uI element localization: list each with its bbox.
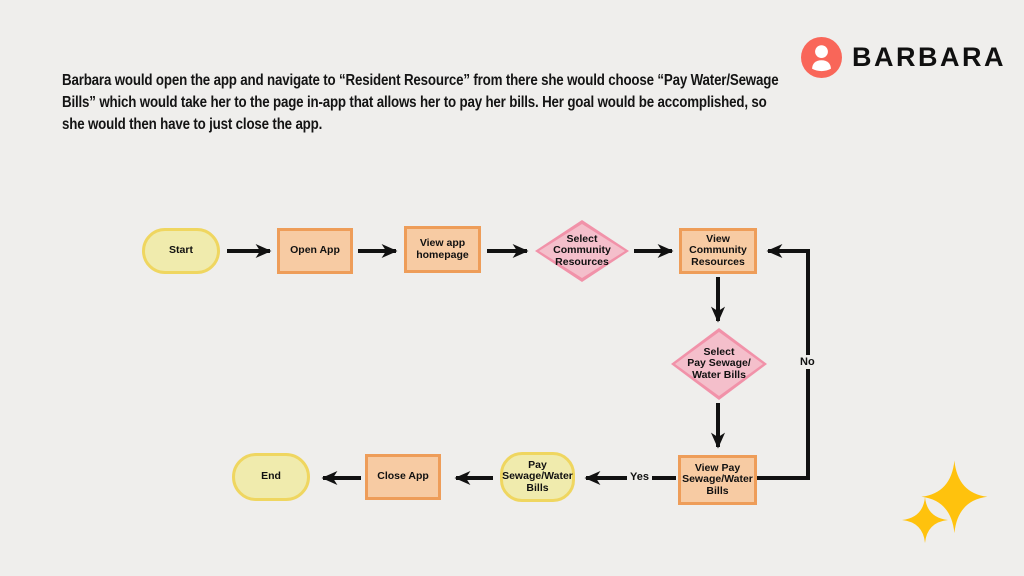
flowchart-node-pay: Pay Sewage/Water Bills <box>500 452 575 502</box>
flowchart-node-end: End <box>232 453 310 501</box>
flowchart-node-start: Start <box>142 228 220 274</box>
description-text: Barbara would open the app and navigate … <box>62 70 779 136</box>
brand-name: BARBARA <box>852 42 1006 72</box>
flowchart-node-open-app: Open App <box>277 228 353 274</box>
description-line: Bills” which would take her to the page … <box>62 94 767 111</box>
flowchart-node-select-pay: Select Pay Sewage/ Water Bills <box>671 328 767 400</box>
diamond-label: Select Community Resources <box>553 232 611 268</box>
flowchart-node-select-community: Select Community Resources <box>535 220 629 282</box>
sparkle-icon <box>902 460 988 543</box>
description-line: she would then have to just close the ap… <box>62 116 323 133</box>
flowchart-node-view-community: View Community Resources <box>679 228 757 274</box>
edge-label-no: No <box>797 355 818 369</box>
edge-label-yes: Yes <box>627 470 652 484</box>
flowchart-node-close-app: Close App <box>365 454 441 500</box>
flowchart-node-view-pay: View Pay Sewage/Water Bills <box>678 455 757 505</box>
diamond-label: Select Pay Sewage/ Water Bills <box>687 345 751 381</box>
flowchart-node-view-homepage: View app homepage <box>404 226 481 273</box>
description-line: Barbara would open the app and navigate … <box>62 72 779 89</box>
brand-logo: BARBARA <box>801 37 1006 78</box>
person-icon <box>801 37 842 78</box>
